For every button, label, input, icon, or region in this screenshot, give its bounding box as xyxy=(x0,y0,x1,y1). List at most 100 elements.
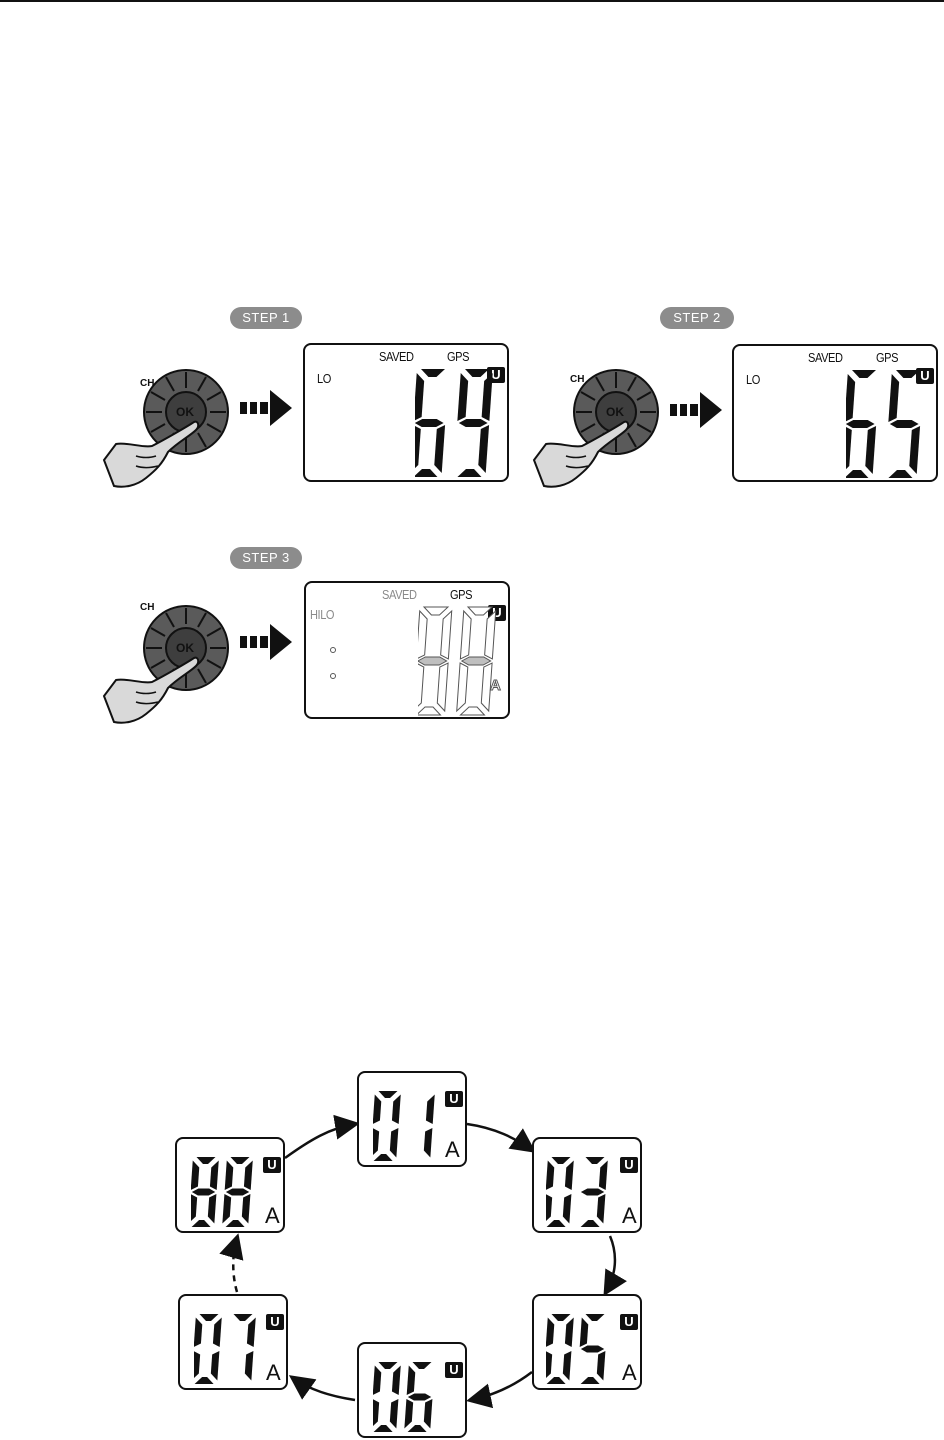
digit-0 xyxy=(546,1157,574,1227)
segment-a xyxy=(551,1314,570,1321)
segment-e xyxy=(846,426,852,474)
digit-8 xyxy=(191,1157,219,1227)
segment-a xyxy=(233,1314,252,1321)
segment-g xyxy=(415,419,444,427)
cycle-lcd-88: U A xyxy=(175,1137,285,1233)
segment-f xyxy=(580,1318,589,1348)
segment-e xyxy=(222,1194,231,1224)
segment-c xyxy=(423,1128,432,1158)
digit-6 xyxy=(404,1362,435,1432)
segment-a xyxy=(230,1157,249,1164)
segment-c xyxy=(389,1128,398,1158)
dial-step-1 xyxy=(104,370,228,487)
arrow-step-1 xyxy=(240,390,292,426)
segment-b xyxy=(565,1318,574,1348)
segment-e xyxy=(191,1194,197,1224)
seven-segment-display xyxy=(846,368,926,480)
lcd-step-1: LO SAVED GPS U xyxy=(303,343,509,482)
segment-a xyxy=(378,1091,397,1098)
segment-c xyxy=(210,1351,219,1381)
saved-label: SAVED xyxy=(379,349,414,364)
suffix-label: A xyxy=(490,677,501,694)
segment-g xyxy=(846,420,875,428)
segment-b xyxy=(210,1161,219,1191)
suffix-label: A xyxy=(622,1360,637,1386)
segment-e xyxy=(373,1128,379,1158)
segment-d xyxy=(846,470,869,478)
segment-e xyxy=(194,1351,200,1381)
segment-d xyxy=(192,1220,211,1227)
seven-segment-display xyxy=(373,1360,437,1434)
segment-g xyxy=(459,419,488,427)
cycle-arrow-07-88 xyxy=(233,1238,237,1292)
segment-g xyxy=(581,1189,605,1196)
segment-d xyxy=(374,1154,393,1161)
segment-a xyxy=(199,1314,218,1321)
u-indicator: U xyxy=(620,1314,638,1330)
mode-label: HILO xyxy=(310,607,334,622)
seven-segment-display xyxy=(415,367,495,479)
segment-a xyxy=(464,369,489,377)
segment-d xyxy=(547,1220,566,1227)
ok-label-2: OK xyxy=(606,405,624,419)
suffix-label: A xyxy=(265,1203,280,1229)
segment-b xyxy=(565,1161,574,1191)
digit-6 xyxy=(846,370,880,478)
segment-a xyxy=(412,1362,431,1369)
dial-step-2 xyxy=(534,370,658,487)
segment-e xyxy=(546,1351,552,1381)
segment-f xyxy=(191,1161,200,1191)
lcd-step-2: LO SAVED GPS U xyxy=(732,344,938,482)
digit-0 xyxy=(194,1314,222,1384)
digit-7 xyxy=(229,1314,256,1381)
segment-e xyxy=(418,663,424,711)
segment-c xyxy=(437,663,448,711)
segment-b xyxy=(247,1318,256,1348)
digit-3 xyxy=(578,1157,608,1227)
seven-segment-display xyxy=(546,1312,610,1386)
cycle-lcd-07: U A xyxy=(178,1294,288,1390)
cycle-lcd-03: U A xyxy=(532,1137,642,1233)
segment-f xyxy=(418,611,428,659)
cycle-arrow-05-06 xyxy=(471,1372,532,1400)
segment-d xyxy=(460,707,485,715)
segment-a xyxy=(420,369,445,377)
segment-f xyxy=(407,1366,416,1396)
segment-d xyxy=(457,469,482,477)
arrow-step-3 xyxy=(240,624,292,660)
segment-g xyxy=(581,1346,605,1353)
segment-a xyxy=(585,1314,604,1321)
segment-f xyxy=(457,373,468,421)
segment-e xyxy=(373,1399,379,1429)
digit-0 xyxy=(418,607,452,715)
gps-label: GPS xyxy=(447,349,469,364)
segment-d xyxy=(408,1425,427,1432)
lcd-step-3: HILO SAVED GPS U A xyxy=(304,581,510,719)
segment-c xyxy=(244,1351,253,1381)
cycle-lcd-06: U xyxy=(357,1342,467,1438)
segment-f xyxy=(194,1318,203,1348)
segment-a xyxy=(196,1157,215,1164)
segment-d xyxy=(226,1220,245,1227)
mode-label: LO xyxy=(317,371,331,386)
seven-segment-display xyxy=(373,1089,437,1163)
cycle-lcd-05: U A xyxy=(532,1294,642,1390)
segment-g xyxy=(890,420,919,428)
ch-label-1: CH xyxy=(140,378,154,389)
segment-d xyxy=(374,1425,393,1432)
segment-a xyxy=(423,607,448,615)
ok-label-3: OK xyxy=(176,641,194,655)
indicator-dot xyxy=(330,647,336,653)
seven-segment-display xyxy=(191,1155,255,1229)
u-indicator: U xyxy=(266,1314,284,1330)
segment-g xyxy=(418,657,447,665)
segment-d xyxy=(547,1377,566,1384)
segment-f xyxy=(846,374,856,422)
u-indicator: U xyxy=(263,1157,281,1173)
gps-label: GPS xyxy=(876,350,898,365)
indicator-dot xyxy=(330,673,336,679)
segment-f xyxy=(225,1161,234,1191)
cycle-lcd-01: U A xyxy=(357,1071,467,1167)
segment-a xyxy=(378,1362,397,1369)
segment-a xyxy=(467,607,492,615)
